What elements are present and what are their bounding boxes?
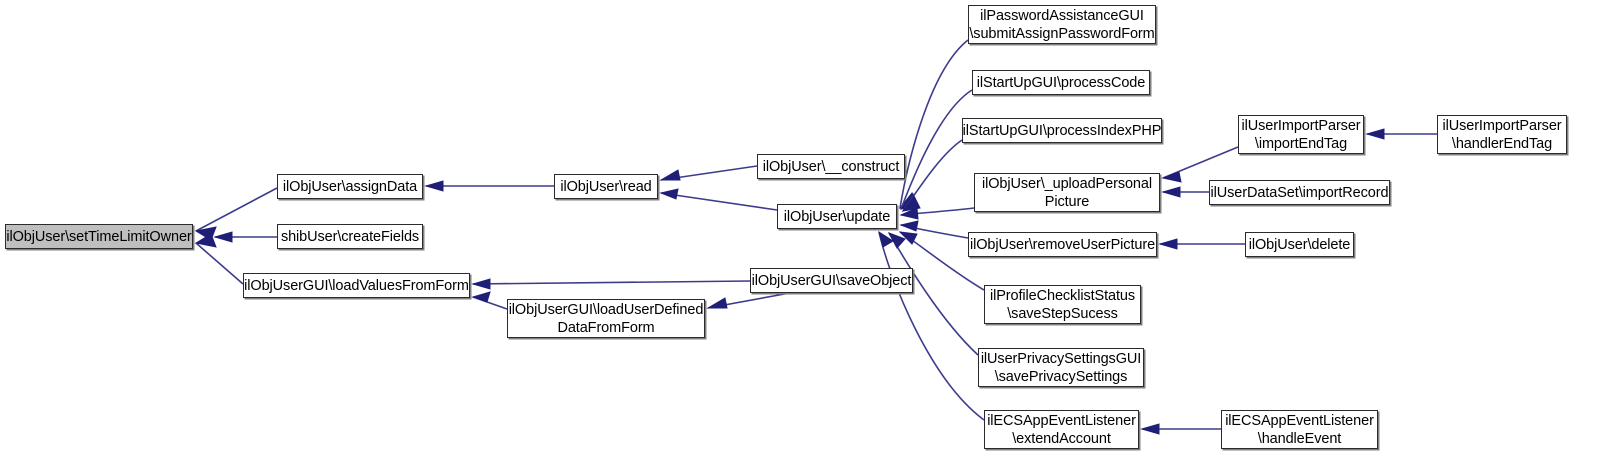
arrowhead xyxy=(899,220,919,232)
arrowhead xyxy=(213,231,233,243)
graph-node-label: ilUserImportParser \handlerEndTag xyxy=(1442,117,1562,152)
edge-construct-to-read xyxy=(659,165,758,181)
graph-node-extendAccount[interactable]: ilECSAppEventListener \extendAccount xyxy=(984,410,1139,449)
graph-node-loadUserDefinedDataFromForm[interactable]: ilObjUserGUI\loadUserDefined DataFromFor… xyxy=(507,299,705,338)
graph-node-label: ilUserPrivacySettingsGUI \savePrivacySet… xyxy=(980,350,1142,385)
graph-node-label: ilObjUser\assignData xyxy=(282,178,418,195)
graph-node-label: ilObjUser\update xyxy=(783,208,891,225)
arrowhead xyxy=(659,169,681,181)
graph-node-label: ilECSAppEventListener \handleEvent xyxy=(1225,412,1374,447)
arrowhead xyxy=(898,231,918,245)
edge-handleEvent-to-extendAccount xyxy=(1140,423,1221,435)
graph-node-removeUserPicture[interactable]: ilObjUser\removeUserPicture xyxy=(968,232,1157,257)
edge-extendAccount-to-update xyxy=(878,230,985,421)
graph-node-label: ilObjUserGUI\loadUserDefined DataFromFor… xyxy=(508,301,704,336)
graph-node-label: ilPasswordAssistanceGUI \submitAssignPas… xyxy=(969,7,1155,42)
graph-node-label: ilObjUser\delete xyxy=(1248,236,1351,253)
edge-saveObject-to-loadValuesFromForm xyxy=(471,278,751,290)
graph-node-construct[interactable]: ilObjUser\__construct xyxy=(757,154,905,179)
graph-node-label: ilProfileChecklistStatus \saveStepSucess xyxy=(989,287,1136,322)
graph-node-label: ilUserImportParser \importEndTag xyxy=(1241,117,1361,152)
graph-node-processCode[interactable]: ilStartUpGUI\processCode xyxy=(972,70,1150,95)
arrowhead xyxy=(1161,186,1181,198)
graph-node-saveStepSucess[interactable]: ilProfileChecklistStatus \saveStepSucess xyxy=(984,285,1141,324)
graph-node-label: ilObjUser\_uploadPersonal Picture xyxy=(982,175,1152,210)
edge-importRecord-to-uploadPersonalPicture xyxy=(1161,186,1209,198)
graph-node-label: shibUser\createFields xyxy=(280,228,420,245)
arrowhead xyxy=(901,195,921,212)
graph-node-label: ilECSAppEventListener \extendAccount xyxy=(987,412,1136,447)
graph-node-saveObject[interactable]: ilObjUserGUI\saveObject xyxy=(750,268,913,293)
graph-node-label: ilObjUserGUI\saveObject xyxy=(751,272,912,289)
arrowhead xyxy=(899,207,919,220)
edge-handlerEndTag-to-importEndTag xyxy=(1365,128,1437,140)
arrowhead xyxy=(194,226,217,241)
graph-node-update[interactable]: ilObjUser\update xyxy=(777,204,897,229)
arrowhead xyxy=(659,188,679,200)
arrowhead xyxy=(899,193,919,210)
edge-uploadPersonalPicture-to-update xyxy=(899,207,975,220)
edge-loadValuesFromForm-to-setTimeLimitOwner xyxy=(194,233,244,285)
arrowhead xyxy=(1365,128,1385,140)
graph-node-label: ilObjUser\read xyxy=(560,178,652,195)
graph-node-label: ilObjUser\__construct xyxy=(762,158,900,175)
graph-node-handlerEndTag[interactable]: ilUserImportParser \handlerEndTag xyxy=(1437,115,1567,154)
graph-node-label: ilObjUser\setTimeLimitOwner xyxy=(6,228,192,245)
graph-node-label: ilUserDataSet\importRecord xyxy=(1210,184,1389,201)
graph-node-importEndTag[interactable]: ilUserImportParser \importEndTag xyxy=(1238,115,1364,154)
graph-node-savePrivacySettings[interactable]: ilUserPrivacySettingsGUI \savePrivacySet… xyxy=(978,348,1144,387)
arrowhead xyxy=(887,232,906,249)
edge-update-to-read xyxy=(659,188,778,211)
arrowhead xyxy=(194,233,217,248)
graph-node-label: ilStartUpGUI\processIndexPHP xyxy=(962,122,1162,139)
graph-node-createFields[interactable]: shibUser\createFields xyxy=(277,224,423,249)
edge-assignData-to-setTimeLimitOwner xyxy=(194,187,278,241)
graph-node-setTimeLimitOwner[interactable]: ilObjUser\setTimeLimitOwner xyxy=(5,224,193,249)
arrowhead xyxy=(878,230,894,248)
edge-processCode-to-update xyxy=(899,89,973,210)
graph-node-loadValuesFromForm[interactable]: ilObjUserGUI\loadValuesFromForm xyxy=(243,273,470,298)
graph-node-uploadPersonalPicture[interactable]: ilObjUser\_uploadPersonal Picture xyxy=(974,173,1160,212)
graph-node-processIndexPHP[interactable]: ilStartUpGUI\processIndexPHP xyxy=(962,118,1162,143)
graph-node-deleteNode[interactable]: ilObjUser\delete xyxy=(1245,232,1354,257)
arrowhead xyxy=(1161,171,1182,183)
graph-node-label: ilObjUser\removeUserPicture xyxy=(969,236,1156,253)
graph-node-submitAssignPasswordForm[interactable]: ilPasswordAssistanceGUI \submitAssignPas… xyxy=(968,5,1156,44)
arrowhead xyxy=(424,180,444,192)
graph-node-read[interactable]: ilObjUser\read xyxy=(554,174,658,199)
graph-node-label: ilStartUpGUI\processCode xyxy=(976,74,1146,91)
arrowhead xyxy=(1158,238,1178,250)
arrowhead xyxy=(471,291,491,303)
edge-createFields-to-setTimeLimitOwner xyxy=(213,231,277,243)
arrowhead xyxy=(1140,423,1160,435)
arrowhead xyxy=(706,297,728,309)
edge-read-to-assignData xyxy=(424,180,554,192)
arrowhead xyxy=(898,192,918,209)
edge-processIndexPHP-to-update xyxy=(901,139,963,212)
graph-node-assignData[interactable]: ilObjUser\assignData xyxy=(277,174,423,199)
arrowhead xyxy=(471,278,491,290)
graph-node-importRecord[interactable]: ilUserDataSet\importRecord xyxy=(1209,180,1390,205)
edge-deleteNode-to-removeUserPicture xyxy=(1158,238,1245,250)
edge-saveObject-to-loadUserDefinedDataFromForm xyxy=(706,292,791,309)
edge-importEndTag-to-uploadPersonalPicture xyxy=(1161,146,1239,183)
graph-node-handleEvent[interactable]: ilECSAppEventListener \handleEvent xyxy=(1221,410,1378,449)
edge-removeUserPicture-to-update xyxy=(899,220,969,239)
graph-node-label: ilObjUserGUI\loadValuesFromForm xyxy=(244,277,469,294)
